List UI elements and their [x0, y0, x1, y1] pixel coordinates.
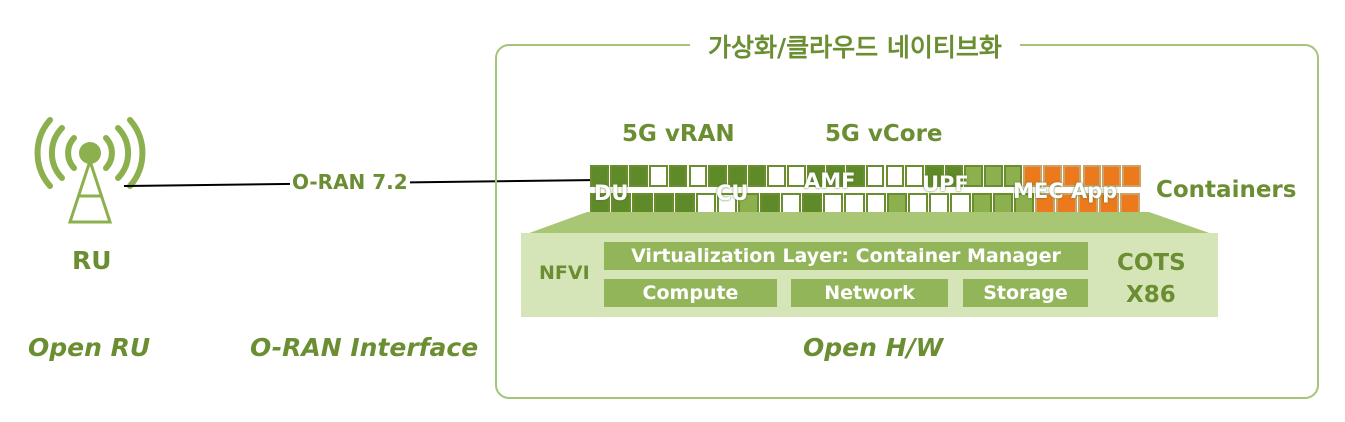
container-cell	[944, 165, 964, 187]
container-cell	[1023, 165, 1043, 187]
open-ru-caption: Open RU	[28, 333, 151, 362]
group-label-vran: 5G vRAN	[622, 121, 735, 147]
container-cell	[806, 165, 826, 187]
nfvi-label: NFVI	[539, 262, 590, 284]
function-mec-app: MEC App	[1013, 179, 1118, 203]
container-cell	[865, 165, 885, 187]
container-cell	[1082, 165, 1102, 187]
container-cell	[826, 165, 846, 187]
network-bar: Network	[791, 279, 948, 307]
group-label-vcore: 5G vCore	[825, 121, 943, 147]
virtualization-layer-bar: Virtualization Layer: Container Manager	[604, 242, 1088, 270]
containers-label: Containers	[1156, 177, 1297, 203]
cots-label: COTS	[1117, 250, 1186, 276]
container-cell	[609, 165, 629, 187]
function-upf: UPF	[922, 172, 969, 196]
container-cell	[668, 165, 688, 187]
container-cell	[964, 165, 983, 187]
open-hw-caption: Open H/W	[803, 333, 944, 362]
antenna-icon	[34, 117, 146, 224]
container-cell	[1121, 165, 1141, 187]
container-cell	[767, 165, 786, 187]
container-cell	[924, 165, 944, 187]
ru-label: RU	[72, 246, 112, 275]
container-cell	[629, 165, 649, 187]
container-cell	[885, 165, 905, 187]
function-du: DU	[594, 181, 629, 205]
storage-bar: Storage	[963, 279, 1088, 307]
container-cell	[1043, 165, 1062, 187]
container-cell	[1102, 165, 1121, 187]
function-amf: AMF	[804, 169, 856, 193]
container-cell	[727, 165, 747, 187]
compute-bar: Compute	[604, 279, 777, 307]
container-cell	[787, 165, 806, 187]
container-cell	[846, 165, 865, 187]
container-cell	[649, 165, 668, 187]
container-cell	[708, 165, 727, 187]
container-cell	[1062, 165, 1082, 187]
container-cell	[984, 165, 1003, 187]
oran-interface-caption: O-RAN Interface	[250, 333, 479, 362]
cloud-title: 가상화/클라우드 네이티브화	[690, 28, 1020, 64]
container-cell	[590, 165, 609, 187]
interface-label: O-RAN 7.2	[290, 170, 410, 194]
x86-label: X86	[1126, 282, 1176, 308]
container-cell	[688, 165, 708, 187]
container-cell	[1003, 165, 1023, 187]
container-cell	[905, 165, 924, 187]
function-cu: CU	[716, 181, 749, 205]
container-cell	[747, 165, 767, 187]
layer-connector	[521, 212, 1218, 236]
